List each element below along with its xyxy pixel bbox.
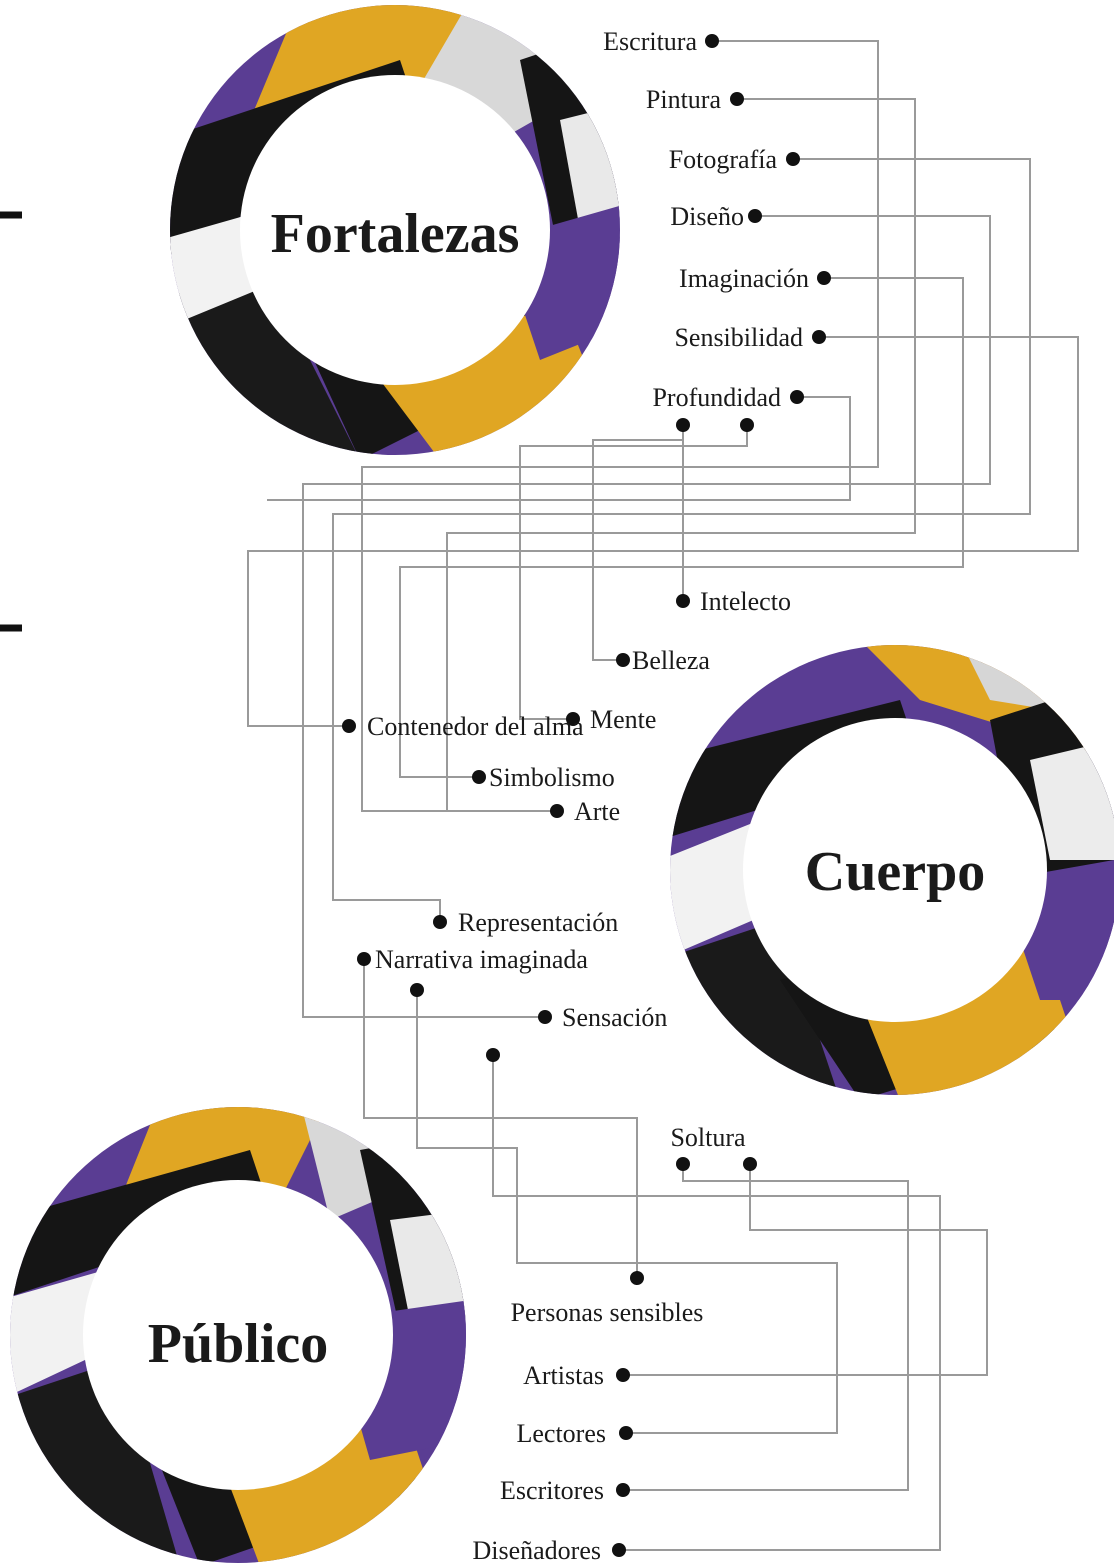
label-pintura: Pintura <box>646 85 722 114</box>
label-imaginacion: Imaginación <box>679 264 809 293</box>
label-arte: Arte <box>574 797 620 826</box>
connector-lines <box>247 40 1079 1551</box>
connector-narrativa <box>363 959 638 1278</box>
connector-diseno <box>302 215 991 1018</box>
connector-sensibilidad <box>247 336 1079 727</box>
publico-title: Público <box>148 1313 328 1375</box>
cuerpo-hub: Cuerpo <box>670 645 1114 1095</box>
dot-escritura <box>705 34 719 48</box>
dot-personas-sensibles <box>630 1271 644 1285</box>
label-escritura: Escritura <box>603 27 697 56</box>
dot-intelecto <box>676 594 690 608</box>
label-intelecto: Intelecto <box>700 587 791 616</box>
label-simbolismo: Simbolismo <box>489 763 615 792</box>
dot-profundidad-a <box>676 418 690 432</box>
connector-soltura-a <box>623 1164 909 1491</box>
label-profundidad: Profundidad <box>652 383 781 412</box>
dot-narrativa <box>357 952 371 966</box>
dot-contenedor <box>342 719 356 733</box>
label-diseno: Diseño <box>670 202 744 231</box>
connector-dots <box>342 34 831 1557</box>
fortalezas-hub: Fortalezas <box>170 5 620 455</box>
dot-arte <box>550 804 564 818</box>
dot-artistas <box>616 1368 630 1382</box>
fortalezas-labels: Escritura Pintura Fotografía Diseño Imag… <box>603 27 809 412</box>
dot-pintura <box>730 92 744 106</box>
label-narrativa: Narrativa imaginada <box>375 945 588 974</box>
connector-sensacion-dot <box>492 1055 941 1551</box>
dot-fotografia <box>786 152 800 166</box>
label-fotografia: Fotografía <box>669 145 778 174</box>
dot-belleza <box>616 653 630 667</box>
label-contenedor: Contenedor del alma <box>367 712 584 741</box>
connector-belleza <box>592 439 683 661</box>
connector-profundidad <box>267 396 851 501</box>
connector-soltura-b <box>623 1164 988 1376</box>
label-sensibilidad: Sensibilidad <box>674 323 803 352</box>
connector-mente <box>519 425 748 720</box>
dot-imaginacion <box>817 271 831 285</box>
dot-soltura-b <box>743 1157 757 1171</box>
dot-escritores <box>616 1483 630 1497</box>
dot-disenadores <box>612 1543 626 1557</box>
dot-representacion <box>433 915 447 929</box>
dot-mente <box>566 712 580 726</box>
label-artistas: Artistas <box>523 1361 604 1390</box>
dot-profundidad-b <box>740 418 754 432</box>
connector-representacion-dot <box>416 990 838 1434</box>
cuerpo-labels: Intelecto Belleza Mente Simbolismo Arte … <box>367 587 791 1032</box>
publico-hub: Público <box>10 1107 466 1563</box>
connector-pintura <box>446 98 916 811</box>
dot-profundidad <box>790 390 804 404</box>
cuerpo-title: Cuerpo <box>805 841 985 903</box>
label-disenadores: Diseñadores <box>472 1536 601 1565</box>
dot-lectores <box>619 1426 633 1440</box>
label-personas-sensibles: Personas sensibles <box>511 1298 704 1327</box>
fortalezas-title: Fortalezas <box>271 203 520 265</box>
dot-narrativa-sub <box>410 983 424 997</box>
publico-labels: Personas sensibles Artistas Lectores Esc… <box>472 1298 703 1565</box>
connector-escritura <box>361 40 879 812</box>
label-belleza: Belleza <box>632 646 710 675</box>
dot-sensibilidad <box>812 330 826 344</box>
label-soltura: Soltura <box>670 1123 746 1152</box>
fortalezas-texture-ring <box>170 5 620 455</box>
dot-soltura-a <box>676 1157 690 1171</box>
label-representacion: Representación <box>458 908 618 937</box>
connector-fotografia <box>332 158 1031 922</box>
label-lectores: Lectores <box>516 1419 606 1448</box>
dot-simbolismo <box>472 770 486 784</box>
dot-diseno <box>748 209 762 223</box>
dot-sensacion <box>538 1010 552 1024</box>
label-escritores: Escritores <box>500 1476 604 1505</box>
label-mente: Mente <box>590 705 656 734</box>
connector-imaginacion <box>399 277 964 778</box>
label-sensacion: Sensación <box>562 1003 667 1032</box>
dot-representacion-sub <box>486 1048 500 1062</box>
